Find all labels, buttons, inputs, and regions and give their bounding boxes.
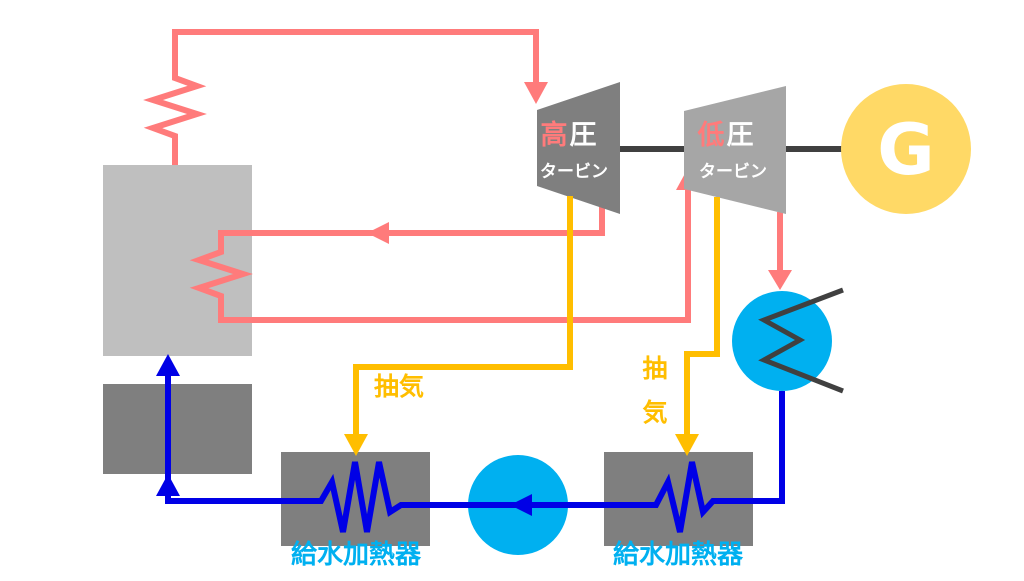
- lp-turbine-sub: タービン: [699, 162, 767, 182]
- hp-turbine-char2: 圧: [570, 120, 597, 151]
- feedwater-line: [165, 370, 785, 533]
- generator-label: G: [877, 109, 934, 191]
- hp-turbine-char1: 高: [541, 119, 568, 151]
- lp-turbine-char2: 圧: [727, 120, 754, 151]
- main-steam-line: [143, 29, 539, 165]
- lp-turbine: [684, 86, 786, 214]
- main-steam-arrow-icon: [524, 82, 548, 104]
- extraction-line-hp: [353, 196, 573, 436]
- condenser-coil-icon: [758, 287, 844, 394]
- feedwater-arrow-bottom-icon: [156, 474, 180, 496]
- generator: [841, 84, 971, 214]
- heater-label-right: 給水加熱器: [613, 539, 744, 570]
- feedwater-arrow-pump-icon: [510, 494, 532, 516]
- extraction-arrow-right-icon: [675, 434, 699, 456]
- hp-turbine-sub: タービン: [540, 162, 608, 182]
- reheat-line: [189, 188, 691, 323]
- reheat-arrow-left-icon: [367, 222, 389, 244]
- extraction-label-right-2: 気: [642, 398, 667, 427]
- feedwater-arrow-boiler-icon: [156, 354, 180, 376]
- extraction-line-lp: [684, 197, 720, 436]
- boiler-base: [103, 384, 252, 474]
- condenser: [732, 291, 832, 391]
- extraction-arrow-left-icon: [344, 434, 368, 456]
- heater-label-left: 給水加熱器: [291, 539, 422, 570]
- extraction-label-right-1: 抽: [642, 354, 667, 383]
- extraction-label-left: 抽気: [374, 372, 424, 401]
- boiler: [103, 165, 252, 356]
- lp-turbine-char1: 低: [697, 120, 725, 151]
- hp-turbine: [537, 82, 620, 214]
- exhaust-arrow-icon: [768, 270, 792, 290]
